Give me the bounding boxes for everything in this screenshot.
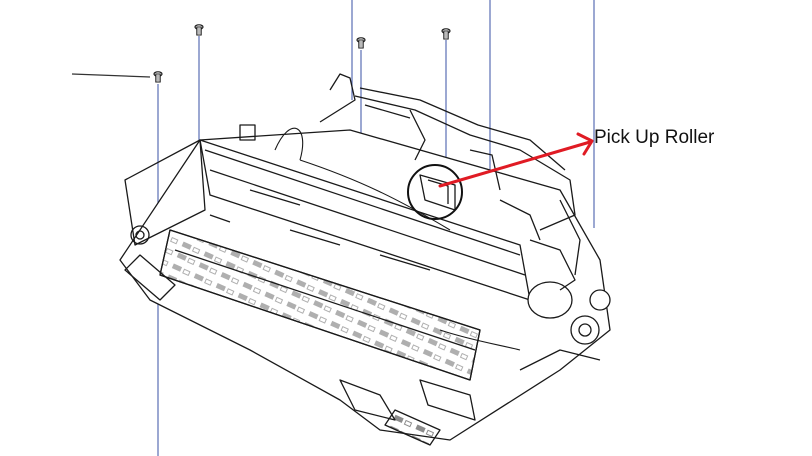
printer-pickup-mechanism (119, 73, 611, 446)
screw-icon (441, 28, 451, 40)
screw-icon (153, 71, 163, 83)
screw-icon (194, 24, 204, 36)
pick-up-roller-label: Pick Up Roller (594, 127, 715, 148)
pointer-line (71, 73, 151, 78)
callout-arrow (438, 132, 594, 188)
highlight-circle (407, 164, 463, 220)
screw-icon (356, 37, 366, 49)
